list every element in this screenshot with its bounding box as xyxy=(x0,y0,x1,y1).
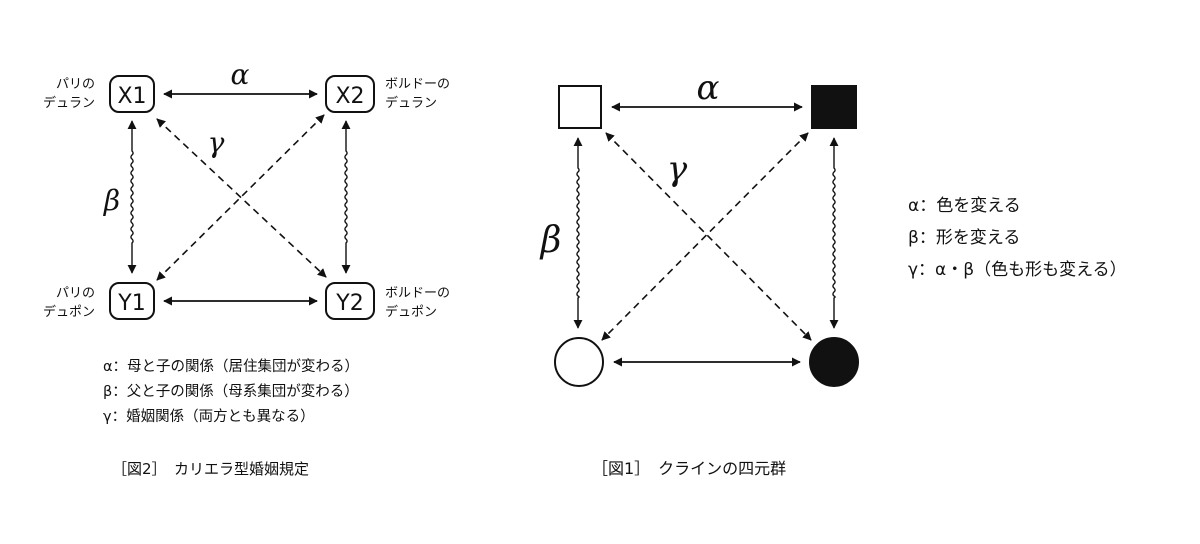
node-y1-label: Y1 xyxy=(117,291,145,316)
fig1-legend-beta: β：形を変える xyxy=(908,228,1020,248)
fig2-kariera-diagram: X1 X2 Y1 Y2 パリの デュラン ボルドーの デュラン パリの デュポン… xyxy=(43,58,450,478)
note-y1-line2: デュポン xyxy=(43,304,95,320)
node-x1: X1 xyxy=(109,75,155,113)
black-circle-icon xyxy=(809,337,859,387)
note-y2-line2: デュポン xyxy=(385,304,437,320)
fig1-arrow-beta-left xyxy=(573,137,583,329)
fig2-gamma-label: γ xyxy=(208,126,225,159)
node-x2: X2 xyxy=(325,75,375,113)
fig1-caption: ［図1］ クラインの四元群 xyxy=(592,459,786,478)
note-y1-line1: パリの xyxy=(56,286,95,301)
fig2-legend-beta: β：父と子の関係（母系集団が変わる） xyxy=(103,383,359,400)
fig2-alpha-label: α xyxy=(231,58,250,91)
fig2-arrow-gamma-diag1 xyxy=(156,118,327,278)
node-y2: Y2 xyxy=(325,282,375,320)
fig1-klein-group-diagram: α β γ α：色を変える β：形を変える γ：α・β（色も形も変える） ［図1… xyxy=(539,68,1127,478)
note-x2-line2: デュラン xyxy=(385,95,437,111)
fig1-alpha-label: α xyxy=(697,68,720,108)
fig2-beta-label: β xyxy=(103,184,120,217)
fig2-legend-alpha: α：母と子の関係（居住集団が変わる） xyxy=(103,358,359,375)
fig1-legend-alpha: α：色を変える xyxy=(908,196,1021,216)
note-y2-line1: ボルドーの xyxy=(385,286,450,301)
fig2-legend-gamma: γ：婚姻関係（両方とも異なる） xyxy=(103,408,315,425)
note-x2-line1: ボルドーの xyxy=(385,77,450,92)
fig2-arrow-beta-left xyxy=(127,120,137,274)
white-circle-icon xyxy=(554,337,604,387)
black-square-icon xyxy=(811,85,857,129)
fig2-arrow-gamma-diag2 xyxy=(156,114,325,281)
fig1-legend-gamma: γ：α・β（色も形も変える） xyxy=(908,260,1127,280)
node-x1-label: X1 xyxy=(117,84,146,109)
fig1-arrow-beta-right xyxy=(829,137,839,329)
fig1-gamma-label: γ xyxy=(667,149,688,189)
fig2-caption: ［図2］ カリエラ型婚姻規定 xyxy=(112,460,309,478)
node-y2-label: Y2 xyxy=(335,291,363,316)
white-square-icon xyxy=(558,85,602,129)
node-x2-label: X2 xyxy=(335,84,364,109)
note-x1-line2: デュラン xyxy=(43,95,95,111)
note-x1-line1: パリの xyxy=(56,77,95,92)
fig1-arrow-gamma-diag2 xyxy=(601,132,809,341)
fig1-arrow-gamma-diag1 xyxy=(605,132,812,341)
fig2-arrow-beta-right xyxy=(341,120,351,274)
node-y1: Y1 xyxy=(109,282,155,320)
fig1-beta-label: β xyxy=(539,220,562,261)
